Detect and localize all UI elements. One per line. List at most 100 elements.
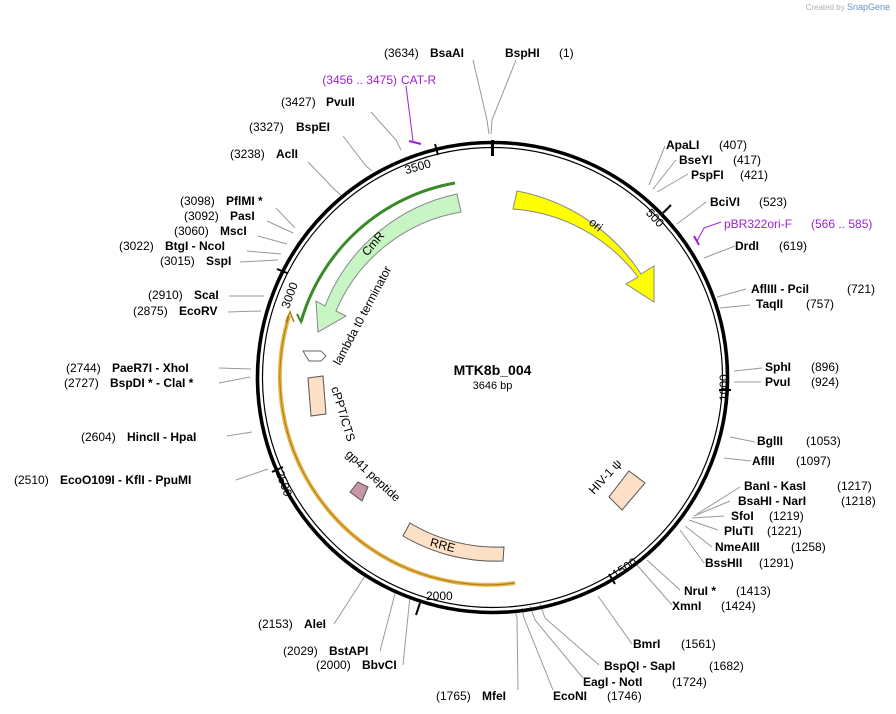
tick-label-2000: 2000 (426, 589, 453, 603)
site-name-sphi[interactable]: SphI (765, 360, 791, 374)
site-name-pasi[interactable]: PasI (230, 209, 255, 223)
site-pos: (1682) (709, 659, 744, 673)
site-pos: (1724) (672, 675, 707, 689)
site-pos: (1097) (796, 454, 831, 468)
plasmid-size: 3646 bp (473, 380, 513, 392)
cppt-cts-box[interactable] (307, 375, 327, 417)
site-name-pvuii[interactable]: PvuII (326, 95, 355, 109)
site-pos: (2153) (258, 617, 293, 631)
site-name-btgi-ncoi[interactable]: BtgI - NcoI (165, 239, 225, 253)
site-name-sspi[interactable]: SspI (206, 254, 231, 268)
site-name-nmeaiii[interactable]: NmeAIII (715, 540, 760, 554)
site-name-paer7i-xhoi[interactable]: PaeR7I - XhoI (112, 361, 189, 375)
site-pos: (619) (779, 239, 807, 253)
orange-overlay-arrowhead (285, 309, 295, 323)
site-name-econi[interactable]: EcoNI (553, 689, 587, 703)
site-pos: (721) (847, 282, 875, 296)
primer-pbr322ori-f-name[interactable]: pBR322ori-F (724, 217, 792, 231)
site-name-drdi[interactable]: DrdI (735, 239, 759, 253)
site-pos: (417) (733, 153, 761, 167)
site-pos: (3060) (174, 224, 209, 238)
feature-label-gp41: gp41 peptide (343, 447, 404, 505)
ori-arrow[interactable] (512, 190, 655, 303)
site-name-bbvci[interactable]: BbvCI (362, 658, 397, 672)
site-name-bmri[interactable]: BmrI (633, 637, 660, 651)
site-name-bstapi[interactable]: BstAPI (329, 644, 368, 658)
site-pos: (2000) (316, 658, 351, 672)
site-pos: (3327) (249, 120, 284, 134)
site-name-bglii[interactable]: BglII (757, 434, 783, 448)
site-pos: (2604) (81, 430, 116, 444)
site-leader-lines (218, 59, 763, 691)
site-name-bsaai[interactable]: BsaAI (430, 46, 464, 60)
site-name-bcivi[interactable]: BciVI (710, 195, 740, 209)
site-name-pluti[interactable]: PluTI (724, 524, 753, 538)
cmr-overlay-line (299, 181, 456, 323)
site-name-pflmi[interactable]: PflMI * (226, 194, 263, 208)
site-name-ecorv[interactable]: EcoRV (179, 304, 217, 318)
site-labels-right: BspHI (1) EcoNI (1746) EagI - NotI (1724… (505, 46, 876, 703)
gp41-peptide-arrow[interactable] (349, 481, 369, 502)
site-name-bani-kasi[interactable]: BanI - KasI (744, 479, 806, 493)
lambda-t0-terminator-arrow[interactable] (302, 350, 327, 362)
site-name-aflii[interactable]: AflII (752, 454, 775, 468)
site-pos: (1) (559, 46, 574, 60)
orange-overlay-core (279, 315, 516, 586)
site-name-pvui[interactable]: PvuI (765, 375, 790, 389)
primer-cat-r-name[interactable]: CAT-R (401, 73, 436, 87)
site-pos: (3238) (230, 147, 265, 161)
site-pos: (1218) (841, 494, 876, 508)
site-name-bspqi-sapi[interactable]: BspQI - SapI (604, 659, 675, 673)
site-name-bsshii[interactable]: BssHII (705, 556, 742, 570)
site-name-afliii-pcii[interactable]: AflIII - PciI (751, 282, 809, 296)
site-name-bspei[interactable]: BspEI (296, 120, 330, 134)
site-name-nrui[interactable]: NruI * (684, 584, 716, 598)
site-pos: (2744) (66, 361, 101, 375)
hiv1-psi-box[interactable] (608, 470, 646, 511)
site-pos: (924) (811, 375, 839, 389)
primer-leader-lines (405, 85, 722, 246)
site-name-xmni[interactable]: XmnI (672, 599, 701, 613)
site-pos: (757) (806, 297, 834, 311)
site-name-msci[interactable]: MscI (220, 224, 247, 238)
site-pos: (3015) (160, 254, 195, 268)
site-pos: (421) (740, 168, 768, 182)
tick-label-2500: 2500 (273, 468, 295, 498)
site-pos: (1219) (769, 509, 804, 523)
site-name-sfoi[interactable]: SfoI (731, 509, 754, 523)
site-name-bseyi[interactable]: BseYI (679, 153, 712, 167)
tick-label-1000: 1000 (717, 374, 731, 401)
tick-marks (271, 143, 731, 616)
site-name-bsphi[interactable]: BspHI (505, 46, 540, 60)
site-name-ecoo109i-kfli-ppumi[interactable]: EcoO109I - KflI - PpuMI (60, 473, 191, 487)
plasmid-name: MTK8b_004 (454, 362, 532, 378)
site-pos: (1217) (837, 479, 872, 493)
site-name-hincii-hpai[interactable]: HincII - HpaI (127, 430, 196, 444)
site-name-mfei[interactable]: MfeI (482, 689, 506, 703)
site-pos: (1746) (607, 689, 642, 703)
site-name-bsahi-nari[interactable]: BsaHI - NarI (738, 494, 806, 508)
feature-label-cppt-cts: cPPT/CTS (328, 385, 358, 443)
site-pos: (2727) (64, 376, 99, 390)
primer-cat-r-range: (3456 .. 3475) (322, 73, 397, 87)
site-name-pspfi[interactable]: PspFI (691, 168, 724, 182)
site-name-scai[interactable]: ScaI (194, 288, 219, 302)
tick-label-500: 500 (643, 206, 667, 230)
site-pos: (1258) (791, 540, 826, 554)
site-name-apali[interactable]: ApaLI (666, 138, 699, 152)
site-pos: (2875) (133, 304, 168, 318)
site-pos: (1053) (806, 434, 841, 448)
site-name-alei[interactable]: AleI (304, 617, 326, 631)
site-pos: (3427) (281, 95, 316, 109)
site-name-acli[interactable]: AclI (276, 147, 298, 161)
site-pos: (2510) (14, 473, 49, 487)
rre-box[interactable] (402, 522, 505, 562)
site-pos: (1561) (681, 637, 716, 651)
cmr-arrow[interactable] (315, 193, 462, 333)
site-pos: (407) (719, 138, 747, 152)
tick-label-1500: 1500 (610, 555, 640, 581)
site-pos: (3022) (119, 239, 154, 253)
site-name-taqii[interactable]: TaqII (756, 297, 783, 311)
site-name-eagi-noti[interactable]: EagI - NotI (583, 675, 642, 689)
site-name-bspdi-clai[interactable]: BspDI * - ClaI * (110, 376, 194, 390)
